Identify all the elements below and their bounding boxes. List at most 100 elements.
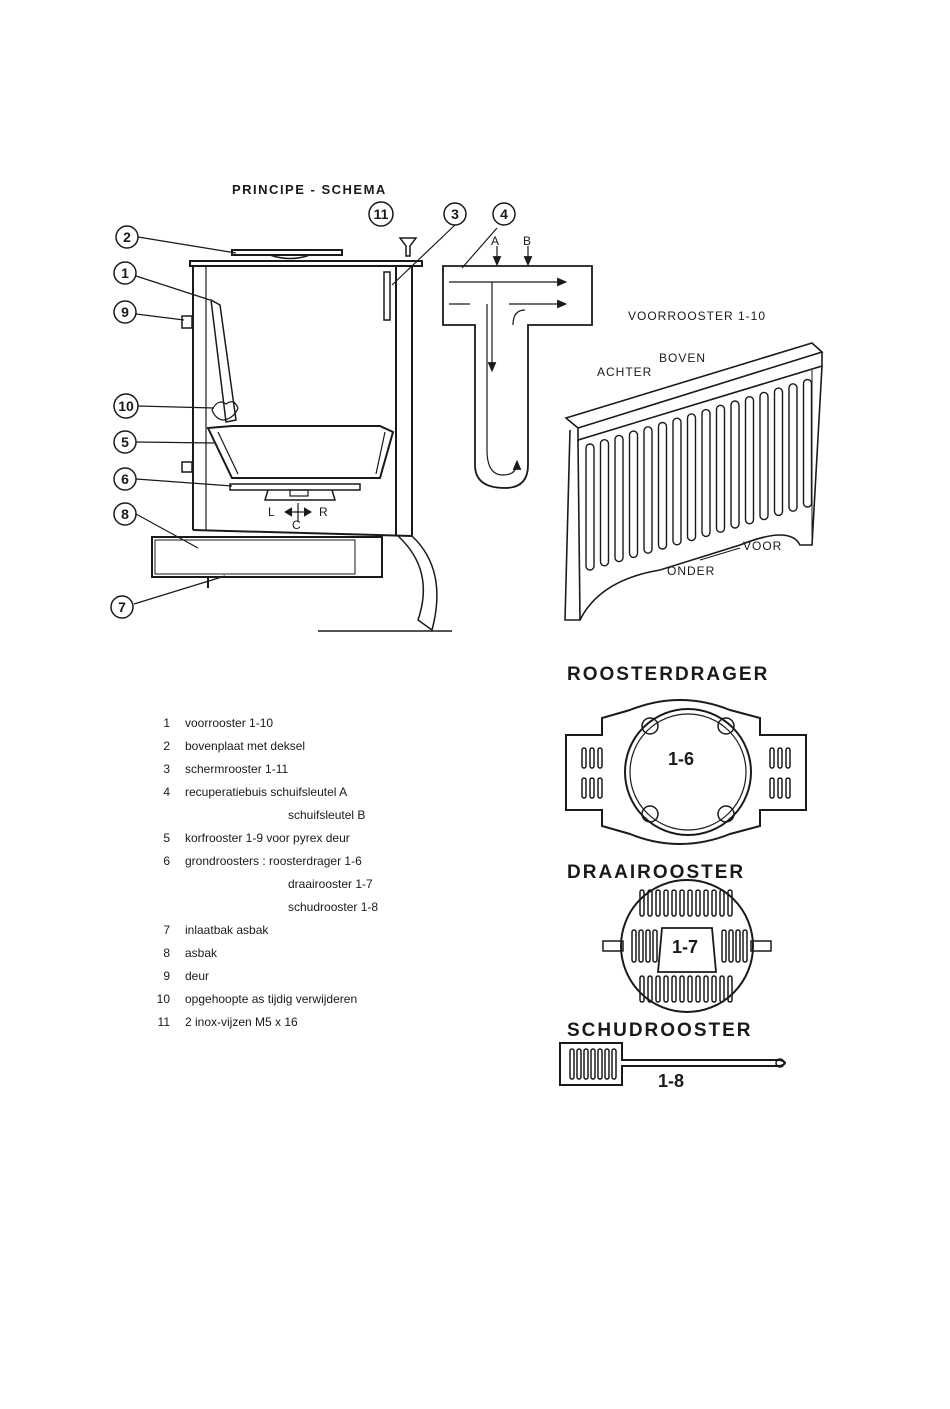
- carrier-slot: [769, 777, 775, 799]
- carrier-slot: [785, 747, 791, 769]
- shaker-slot: [576, 1048, 582, 1080]
- carrier-slot: [597, 777, 603, 799]
- rotating-slot: [655, 975, 661, 1003]
- roosterdrager-drawing: [565, 699, 807, 845]
- legend-number: 3: [163, 762, 170, 776]
- legend-text: schudrooster 1-8: [288, 900, 379, 914]
- legend-text: grondroosters : roosterdrager 1-6: [185, 854, 362, 868]
- draairooster-drawing: [602, 879, 772, 1013]
- carrier-slot: [769, 747, 775, 769]
- rotating-slot: [671, 889, 677, 917]
- rotating-slot: [631, 929, 637, 963]
- grate-bar: [614, 434, 624, 563]
- grate-bar: [672, 417, 682, 546]
- legend-number: 2: [163, 739, 170, 753]
- rotating-slot: [663, 889, 669, 917]
- grate-bar: [788, 383, 798, 512]
- callout-10: 10: [118, 398, 134, 414]
- callout-numbers: 2 1 9 10 5 6 8 7 11 3 4: [118, 206, 508, 615]
- shaker-slot: [611, 1048, 617, 1080]
- shaker-slot: [569, 1048, 575, 1080]
- legend-text: korfrooster 1-9 voor pyrex deur: [185, 831, 350, 845]
- rotating-slot: [719, 889, 725, 917]
- rotating-slot: [703, 975, 709, 1003]
- callout-6: 6: [121, 471, 129, 487]
- carrier-hole: [641, 805, 659, 823]
- rotating-slot: [695, 975, 701, 1003]
- rotating-slot: [687, 975, 693, 1003]
- callout-7: 7: [118, 599, 126, 615]
- legend-text: 2 inox-vijzen M5 x 16: [185, 1015, 298, 1029]
- carrier-slot: [589, 747, 595, 769]
- legend-text: schermrooster 1-11: [185, 762, 289, 776]
- shaker-slot: [604, 1048, 610, 1080]
- grate-bar: [730, 400, 740, 529]
- label-voor: VOOR: [743, 539, 782, 553]
- rotating-slot: [742, 929, 748, 963]
- legend-text: bovenplaat met deksel: [185, 739, 306, 753]
- legend-text: recuperatiebuis schuifsleutel A: [185, 785, 348, 799]
- schudrooster-drawing: [559, 1042, 786, 1086]
- roosterdrager-title: ROOSTERDRAGER: [567, 664, 769, 685]
- rotating-slot: [645, 929, 651, 963]
- carrier-slot: [597, 747, 603, 769]
- rotating-slot: [639, 889, 645, 917]
- callout-1: 1: [121, 265, 129, 281]
- legend-number: 8: [163, 946, 170, 960]
- rotating-slot: [663, 975, 669, 1003]
- rotating-slot: [679, 889, 685, 917]
- legend-number: 6: [163, 854, 170, 868]
- rotating-slot: [639, 975, 645, 1003]
- legend-number: 5: [163, 831, 170, 845]
- shaker-slot: [597, 1048, 603, 1080]
- rotating-slot: [711, 975, 717, 1003]
- grate-bar: [759, 391, 769, 521]
- legend-text: opgehoopte as tijdig verwijderen: [185, 992, 358, 1006]
- rotating-slot: [679, 975, 685, 1003]
- rotating-slot: [721, 929, 727, 963]
- rotating-slot: [695, 889, 701, 917]
- carrier-slot: [589, 777, 595, 799]
- leader-lines: [133, 224, 498, 605]
- callout-8: 8: [121, 506, 129, 522]
- grate-bar: [643, 426, 653, 554]
- legend-text: voorrooster 1-10: [185, 716, 274, 730]
- rotating-slot: [727, 975, 733, 1003]
- legend-number: 1: [163, 716, 170, 730]
- rotating-slot: [647, 889, 653, 917]
- schema-title: PRINCIPE - SCHEMA: [232, 182, 387, 197]
- carrier-hole: [717, 805, 735, 823]
- rotating-slot: [652, 929, 658, 963]
- grate-bar: [773, 387, 784, 517]
- legend-text: inlaatbak asbak: [185, 923, 269, 937]
- label-r: R: [319, 505, 329, 519]
- rotating-slot: [655, 889, 661, 917]
- label-a: A: [491, 234, 500, 248]
- rotating-slot: [728, 929, 734, 963]
- legend-text: asbak: [185, 946, 218, 960]
- rotating-slot: [727, 889, 733, 917]
- rotating-slot: [719, 975, 725, 1003]
- legend-number: 11: [157, 1015, 170, 1029]
- carrier-slot: [581, 777, 587, 799]
- voorrooster-title: VOORROOSTER 1-10: [628, 309, 766, 323]
- draairooster-title: DRAAIROOSTER: [567, 862, 745, 883]
- label-l: L: [268, 505, 276, 519]
- callout-11: 11: [374, 206, 389, 222]
- legend-number: 10: [156, 992, 170, 1006]
- grate-bar: [802, 378, 813, 508]
- front-grate-drawing: [564, 342, 824, 621]
- carrier-hole: [717, 717, 735, 735]
- recuperation-tube: [442, 246, 593, 489]
- label-onder: ONDER: [667, 564, 715, 578]
- rotating-slot: [647, 975, 653, 1003]
- schudrooster-code: 1-8: [658, 1071, 684, 1091]
- label-boven: BOVEN: [659, 351, 706, 365]
- legend-number: 4: [163, 785, 170, 799]
- legend-text: draairooster 1-7: [288, 877, 373, 891]
- label-achter: ACHTER: [597, 365, 652, 379]
- carrier-slot: [581, 747, 587, 769]
- grate-bar: [744, 396, 755, 525]
- grate-bar: [715, 404, 726, 533]
- grate-bar: [657, 421, 668, 550]
